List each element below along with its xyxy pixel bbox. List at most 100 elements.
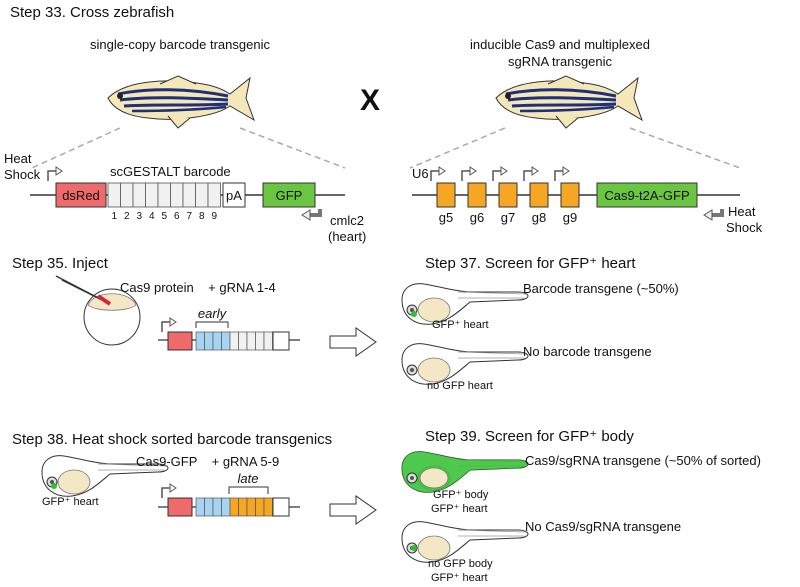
larva-gfp-body-icon bbox=[401, 451, 529, 493]
screen-heart-label-2: no GFP heart bbox=[427, 380, 493, 392]
barcode-targets bbox=[195, 331, 273, 351]
target-site bbox=[221, 497, 231, 517]
screen-body-label-1a: GFP⁺ body bbox=[433, 489, 489, 501]
target-number: 8 bbox=[199, 211, 205, 222]
target-site bbox=[238, 497, 248, 517]
target-site bbox=[145, 182, 159, 208]
arrow-right-icon bbox=[329, 327, 377, 357]
target-site bbox=[170, 182, 184, 208]
target-number: 3 bbox=[136, 211, 142, 222]
u6-promoter-icon bbox=[523, 166, 539, 182]
heat-shock-fish-label: GFP⁺ heart bbox=[42, 496, 99, 508]
target-site bbox=[195, 331, 205, 351]
injected-barcode-diagram: early bbox=[158, 306, 300, 351]
guide-label: g6 bbox=[470, 210, 484, 225]
embryo-icon bbox=[55, 275, 141, 346]
right-transgenic-title-2: sgRNA transgenic bbox=[508, 54, 613, 69]
target-site bbox=[204, 331, 214, 351]
target-site bbox=[212, 331, 222, 351]
cmlc2-promoter-icon bbox=[300, 207, 322, 222]
target-number: 5 bbox=[161, 211, 167, 222]
heat-shock-reagents: Cas9-GFP + gRNA 5-9 bbox=[136, 454, 279, 469]
barcode-fish-icon bbox=[106, 74, 256, 130]
screen-body-result-2: No Cas9/sgRNA transgene bbox=[525, 519, 681, 534]
guide-label: g5 bbox=[439, 210, 453, 225]
target-number: 1 bbox=[111, 211, 117, 222]
target-number: 9 bbox=[211, 211, 217, 222]
heart-label: (heart) bbox=[328, 229, 366, 244]
target-number: 2 bbox=[124, 211, 130, 222]
screen-heart-result-2: No barcode transgene bbox=[523, 344, 652, 359]
larva-no-gfp-icon bbox=[401, 343, 529, 385]
cas9-heat-label: Heat bbox=[728, 204, 756, 219]
target-site bbox=[182, 182, 196, 208]
cas9-shock-label: Shock bbox=[726, 220, 763, 235]
zoom-line bbox=[629, 127, 741, 169]
gfp-label: GFP bbox=[276, 188, 303, 203]
target-site bbox=[204, 497, 214, 517]
guide-label: g7 bbox=[501, 210, 515, 225]
target-site bbox=[195, 497, 205, 517]
u6-label: U6 bbox=[412, 166, 429, 181]
u6-promoter-icon bbox=[492, 166, 508, 182]
left-transgenic-title: single-copy barcode transgenic bbox=[90, 37, 270, 52]
early-label: early bbox=[198, 306, 228, 321]
barcode-targets bbox=[195, 497, 273, 517]
target-site bbox=[263, 331, 273, 351]
dsred-box bbox=[55, 182, 107, 208]
u6-promoter-icon bbox=[461, 166, 477, 182]
step-35-title: Step 35. Inject bbox=[12, 255, 109, 272]
promoter-icon bbox=[161, 317, 177, 333]
target-site bbox=[246, 331, 256, 351]
u6-promoter-icon bbox=[430, 166, 446, 182]
target-site bbox=[229, 497, 239, 517]
target-site bbox=[107, 182, 121, 208]
guide-boxes: g5 g6 g7 g8 g9 bbox=[430, 166, 580, 225]
zoom-line bbox=[31, 127, 121, 169]
target-site bbox=[255, 331, 265, 351]
pa-label: pA bbox=[226, 188, 242, 203]
guide-box bbox=[436, 182, 456, 208]
guide-box bbox=[560, 182, 580, 208]
step-38-title: Step 38. Heat shock sorted barcode trans… bbox=[12, 431, 332, 448]
guide-label: g8 bbox=[532, 210, 546, 225]
gfp-heart-dot bbox=[411, 311, 417, 317]
pa-box bbox=[222, 182, 246, 208]
promoter-icon bbox=[161, 483, 177, 499]
arrow-right-icon bbox=[329, 495, 377, 525]
target-number: 7 bbox=[186, 211, 192, 222]
target-site bbox=[195, 182, 209, 208]
target-number: 6 bbox=[174, 211, 180, 222]
cross-symbol: X bbox=[360, 84, 380, 117]
guide-box bbox=[498, 182, 518, 208]
target-site bbox=[246, 497, 256, 517]
screen-heart-result-1: Barcode transgene (~50%) bbox=[523, 281, 679, 296]
target-site bbox=[255, 497, 265, 517]
heat-shock-barcode-diagram: late bbox=[158, 471, 300, 517]
dsred-label: dsRed bbox=[62, 188, 100, 203]
cmlc2-label: cmlc2 bbox=[330, 213, 364, 228]
zoom-line bbox=[239, 127, 346, 169]
step-37-title: Step 37. Screen for GFP⁺ heart bbox=[425, 255, 636, 272]
target-site bbox=[132, 182, 146, 208]
screen-body-label-1b: GFP⁺ heart bbox=[431, 503, 488, 515]
right-transgenic-title-1: inducible Cas9 and multiplexed bbox=[470, 37, 650, 52]
gfp-box bbox=[262, 182, 316, 208]
target-site bbox=[212, 497, 222, 517]
screen-body-label-2a: no GFP body bbox=[428, 558, 493, 570]
cas9-fish-icon bbox=[494, 74, 644, 130]
screen-body-result-1: Cas9/sgRNA transgene (~50% of sorted) bbox=[525, 453, 761, 468]
gfp-heart-dot bbox=[51, 483, 57, 489]
gfp-heart-dot bbox=[411, 545, 417, 551]
target-site bbox=[229, 331, 239, 351]
target-site bbox=[157, 182, 171, 208]
step-33-title: Step 33. Cross zebrafish bbox=[10, 4, 174, 21]
screen-body-label-2b: GFP⁺ heart bbox=[431, 572, 488, 584]
target-site bbox=[207, 182, 221, 208]
inject-reagents: Cas9 protein + gRNA 1-4 bbox=[120, 280, 276, 295]
target-site bbox=[238, 331, 248, 351]
u6-promoter-icon bbox=[554, 166, 570, 182]
cas9-label: Cas9-t2A-GFP bbox=[604, 188, 689, 203]
guide-label: g9 bbox=[563, 210, 577, 225]
barcode-title: scGESTALT barcode bbox=[110, 164, 231, 179]
